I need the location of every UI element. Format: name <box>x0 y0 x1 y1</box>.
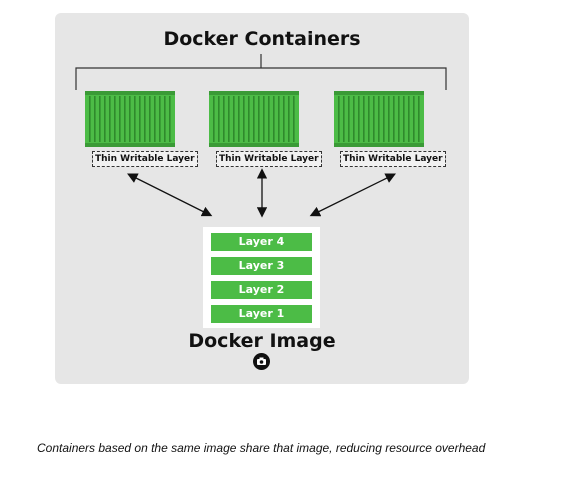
diagram-title: Docker Containers <box>163 28 361 50</box>
sharing-arrows <box>127 168 396 218</box>
image-layer: Layer 3 <box>211 257 312 275</box>
shipping-container-graphic <box>334 91 424 147</box>
docker-image-label: Docker Image <box>188 330 336 352</box>
container-1 <box>85 91 175 147</box>
camera-icon <box>253 353 270 370</box>
image-layer: Layer 4 <box>211 233 312 251</box>
container-3 <box>334 91 424 147</box>
arrow-left <box>127 173 213 217</box>
figure-caption: Containers based on the same image share… <box>37 441 486 455</box>
shipping-container-graphic <box>209 91 299 147</box>
container-2 <box>209 91 299 147</box>
image-layer: Layer 2 <box>211 281 312 299</box>
container-bracket <box>75 54 447 90</box>
shipping-container-graphic <box>85 91 175 147</box>
image-layer: Layer 1 <box>211 305 312 323</box>
docker-image-stack: Layer 4 Layer 3 Layer 2 Layer 1 <box>203 227 320 328</box>
writable-layer-label: Thin Writable Layer <box>216 151 322 167</box>
writable-layer-label: Thin Writable Layer <box>92 151 198 167</box>
arrow-right <box>309 173 396 217</box>
writable-layer-label: Thin Writable Layer <box>340 151 446 167</box>
